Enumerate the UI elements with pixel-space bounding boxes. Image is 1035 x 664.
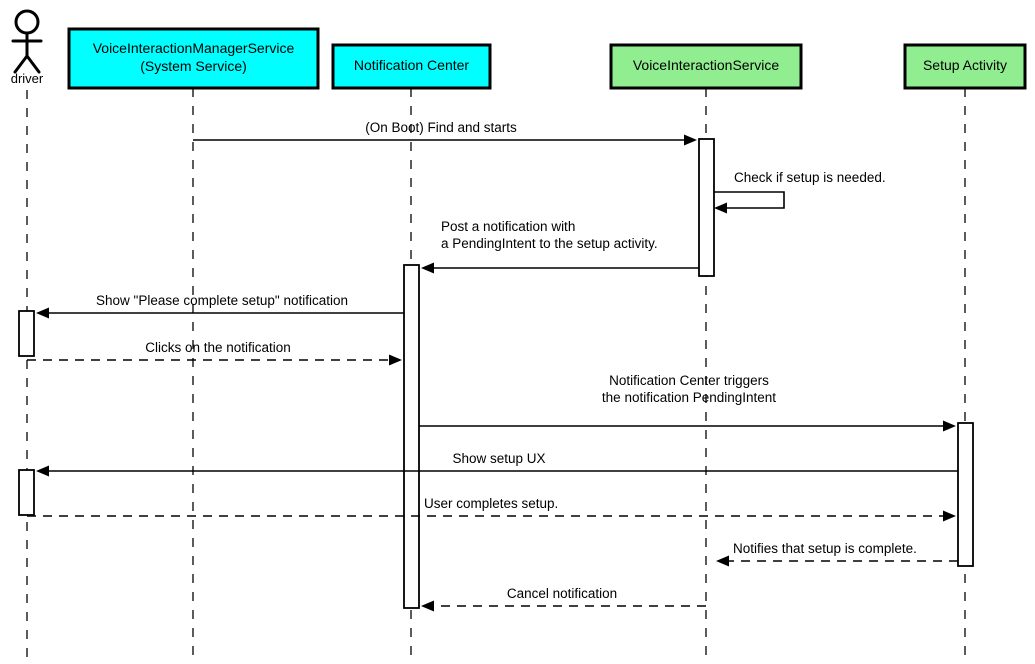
message-m7[interactable]: Show setup UX — [36, 451, 958, 477]
participant-label-vims: VoiceInteractionManagerService — [93, 40, 295, 56]
message-arrowhead-m7 — [36, 465, 49, 477]
activations-layer — [18, 138, 974, 609]
message-m5[interactable]: Clicks on the notification — [27, 340, 402, 366]
message-arrowhead-m3 — [421, 262, 434, 274]
message-arrowhead-m9 — [716, 555, 729, 567]
message-arrowhead-m2 — [714, 202, 727, 214]
participant-label-driver: driver — [11, 71, 44, 86]
message-label-m4: Show "Please complete setup" notificatio… — [96, 293, 348, 308]
message-label-m8: User completes setup. — [424, 496, 558, 511]
message-arrowhead-m10 — [421, 600, 434, 612]
message-label-m7: Show setup UX — [452, 451, 545, 466]
participant-notification-center[interactable]: Notification Center — [331, 43, 492, 90]
message-arrowhead-m4 — [36, 307, 49, 319]
message-label-m3: a PendingIntent to the setup activity. — [441, 236, 658, 251]
message-label-m3: Post a notification with — [441, 219, 575, 234]
participant-label-vis: VoiceInteractionService — [633, 57, 780, 73]
activation-bar-notification-center — [403, 264, 420, 609]
message-label-m2: Check if setup is needed. — [734, 170, 886, 185]
participant-label-vims: (System Service) — [140, 58, 247, 74]
activation-bar-driver — [18, 310, 35, 357]
actor-head-icon — [14, 9, 40, 35]
activation-bar-driver — [18, 469, 35, 516]
activation-bar-vis — [698, 138, 715, 277]
participant-box-vims[interactable] — [67, 27, 320, 90]
message-m2[interactable]: Check if setup is needed. — [714, 170, 886, 214]
message-m9[interactable]: Notifies that setup is complete. — [716, 541, 958, 567]
participants-layer: driver VoiceInteractionManagerService (Sys… — [11, 9, 1027, 90]
message-label-m6: Notification Center triggers — [609, 373, 769, 388]
message-label-m1: (On Boot) Find and starts — [365, 120, 517, 135]
participant-vims[interactable]: VoiceInteractionManagerService (System Se… — [67, 27, 320, 90]
message-m8[interactable]: User completes setup. — [27, 496, 956, 522]
message-line-m2 — [714, 191, 785, 209]
message-m4[interactable]: Show "Please complete setup" notificatio… — [36, 293, 404, 319]
message-m6[interactable]: Notification Center triggers the notifica… — [419, 373, 956, 432]
participant-driver[interactable]: driver — [11, 9, 44, 86]
message-label-m6: the notification PendingIntent — [602, 390, 776, 405]
participant-setup-activity[interactable]: Setup Activity — [903, 43, 1027, 90]
message-arrowhead-m5 — [389, 354, 402, 366]
actor-leg-right-icon — [25, 54, 41, 74]
message-label-m10: Cancel notification — [507, 586, 617, 601]
activation-bar-setup-activity — [957, 422, 974, 567]
message-m10[interactable]: Cancel notification — [421, 586, 706, 612]
participant-label-setup-activity: Setup Activity — [923, 57, 1007, 73]
message-arrowhead-m6 — [943, 420, 956, 432]
message-m1[interactable]: (On Boot) Find and starts — [193, 120, 697, 146]
participant-box-setup-activity[interactable] — [903, 43, 1027, 90]
message-arrowhead-m8 — [943, 510, 956, 522]
participant-box-vis[interactable] — [609, 43, 803, 90]
participant-vis[interactable]: VoiceInteractionService — [609, 43, 803, 90]
participant-box-notification-center[interactable] — [331, 43, 492, 90]
actor-leg-left-icon — [13, 54, 29, 74]
message-m3[interactable]: Post a notification with a PendingIntent … — [421, 219, 699, 274]
message-label-m9: Notifies that setup is complete. — [733, 541, 917, 556]
message-label-m5: Clicks on the notification — [145, 340, 291, 355]
participant-label-notification-center: Notification Center — [354, 57, 470, 73]
message-arrowhead-m1 — [684, 134, 697, 146]
